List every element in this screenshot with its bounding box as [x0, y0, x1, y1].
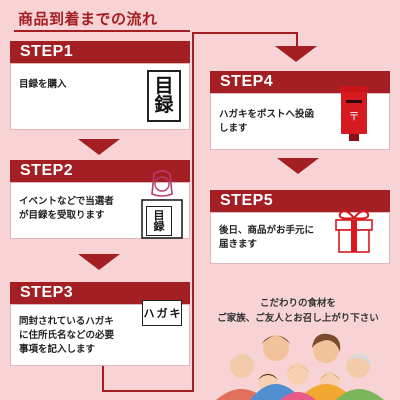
down-arrow-icon: [275, 46, 317, 62]
title-underline: [14, 30, 190, 32]
flow-connector: [192, 32, 298, 34]
step3-text: 同封されているハガキ に住所氏名などの必要 事項を記入します: [19, 316, 115, 355]
catalog-icon: 目 録: [147, 70, 181, 122]
postcard-icon: ハ ガ キ: [142, 300, 182, 326]
family-illustration: [216, 333, 384, 400]
step5-header: STEP5: [210, 190, 390, 212]
step1-box: 目録を購入 目 録: [10, 63, 190, 130]
flow-connector: [192, 32, 194, 392]
svg-text:〒: 〒: [349, 110, 360, 123]
step2-text: イベントなどで当選者 が目録を受取ります: [19, 196, 114, 221]
down-arrow-icon: [78, 139, 120, 155]
step5-text: 後日、商品がお手元に 届きます: [219, 225, 315, 250]
closing-message: こだわりの食材を ご家族、ご友人とお召し上がり下さい: [217, 298, 379, 324]
step2-header: STEP2: [10, 160, 190, 182]
down-arrow-icon: [78, 254, 120, 270]
post-box-icon: 〒: [339, 86, 369, 141]
catalog-card: 目 録: [146, 206, 172, 236]
step1-header: STEP1: [10, 41, 190, 63]
step1-text: 目録を購入: [19, 79, 67, 90]
step3-header: STEP3: [10, 282, 190, 304]
flow-connector: [102, 364, 104, 392]
page-title: 商品到着までの流れ: [18, 10, 158, 28]
flow-connector: [296, 32, 298, 46]
flow-connector: [102, 390, 194, 392]
gift-box-icon: [335, 209, 373, 253]
down-arrow-icon: [277, 158, 319, 174]
step4-text: ハガキをポストへ投函 します: [219, 109, 315, 134]
